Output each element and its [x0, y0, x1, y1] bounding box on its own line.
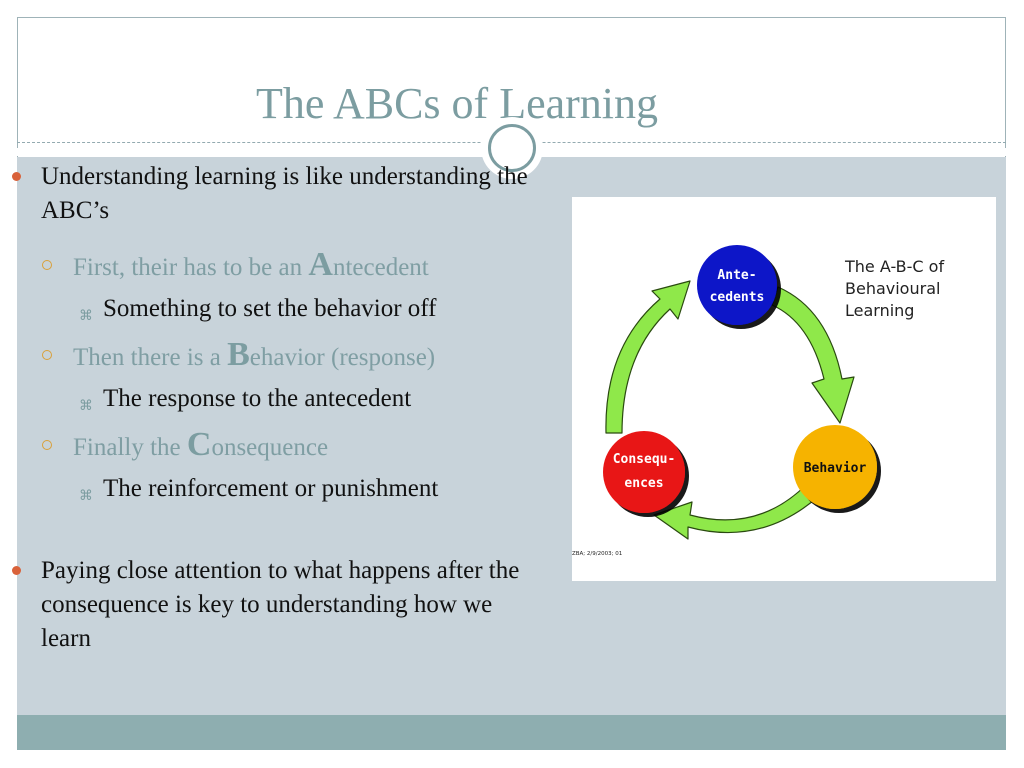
bullet-level2: Then there is a Behavior (response) [42, 336, 553, 375]
bullet-dot-icon [12, 172, 21, 181]
abc-cycle-diagram: Ante- cedents Behavior Consequ- ences Th… [572, 245, 944, 557]
bullet-initial-letter: B [227, 336, 250, 373]
node-antecedents: Ante- cedents [697, 245, 777, 325]
bullet-text: Paying close attention to what happens a… [41, 557, 520, 652]
bullet-level2: Finally the Consequence [42, 426, 553, 465]
node-antecedents-label-2: cedents [710, 290, 765, 305]
circle-ornament-ring [488, 124, 536, 172]
footer-band [17, 715, 1006, 750]
node-behavior-label: Behavior [804, 461, 867, 476]
bullet-text: The response to the antecedent [103, 385, 412, 412]
bullet-level2: First, their has to be an Antecedent [42, 246, 553, 285]
diagram-caption-line-3: Learning [845, 301, 914, 320]
bullet-ring-icon [42, 260, 52, 270]
abc-diagram: Ante- cedents Behavior Consequ- ences Th… [572, 197, 996, 581]
arrow-antecedent-to-behavior [771, 286, 855, 424]
bullet-level1: Understanding learning is like understan… [12, 160, 541, 228]
bullet-ring-icon [42, 440, 52, 450]
bullet-text-pre: First, their has to be an [73, 254, 309, 281]
diagram-caption-line-2: Behavioural [845, 279, 940, 298]
bullet-star-icon: ⌘ [79, 489, 93, 504]
node-antecedents-circle [697, 245, 777, 325]
bullet-text-pre: Then there is a [73, 344, 228, 371]
bullet-text-pre: Finally the [73, 434, 187, 461]
bullet-level3: ⌘ Something to set the behavior off [79, 292, 437, 326]
node-consequences-label-1: Consequ- [613, 452, 676, 467]
bullet-text: The reinforcement or punishment [103, 475, 439, 502]
arrow-behavior-to-consequence [653, 484, 821, 540]
bullet-star-icon: ⌘ [79, 399, 93, 414]
node-consequences-label-2: ences [624, 476, 663, 491]
bullet-text: Understanding learning is like understan… [41, 163, 528, 224]
diagram-caption-line-1: The A-B-C of [844, 257, 944, 276]
bullet-level1: Paying close attention to what happens a… [12, 554, 541, 656]
bullet-dot-icon [12, 566, 21, 575]
bullet-star-icon: ⌘ [79, 309, 93, 324]
bullet-text-post: ntecedent [332, 254, 429, 281]
node-behavior: Behavior [793, 425, 877, 509]
bullet-initial-letter: A [308, 246, 333, 283]
bullet-text-post: onsequence [211, 434, 329, 461]
node-consequences-circle [603, 431, 685, 513]
bullet-level3: ⌘ The reinforcement or punishment [79, 472, 439, 506]
bullet-initial-letter: C [186, 426, 212, 463]
node-behavior-circle [793, 425, 877, 509]
node-antecedents-label-1: Ante- [717, 268, 756, 283]
bullet-ring-icon [42, 350, 52, 360]
bullet-text: Something to set the behavior off [103, 295, 437, 322]
node-consequences: Consequ- ences [603, 431, 685, 513]
arrow-consequence-to-antecedent [605, 280, 691, 434]
bullet-level3: ⌘ The response to the antecedent [79, 382, 412, 416]
cycle-arrows [605, 280, 855, 540]
slide-title: The ABCs of Learning [255, 79, 659, 128]
diagram-credit: ZBA; 2/9/2003; 01 [572, 551, 622, 557]
bullet-text-post: ehavior (response) [249, 344, 436, 371]
